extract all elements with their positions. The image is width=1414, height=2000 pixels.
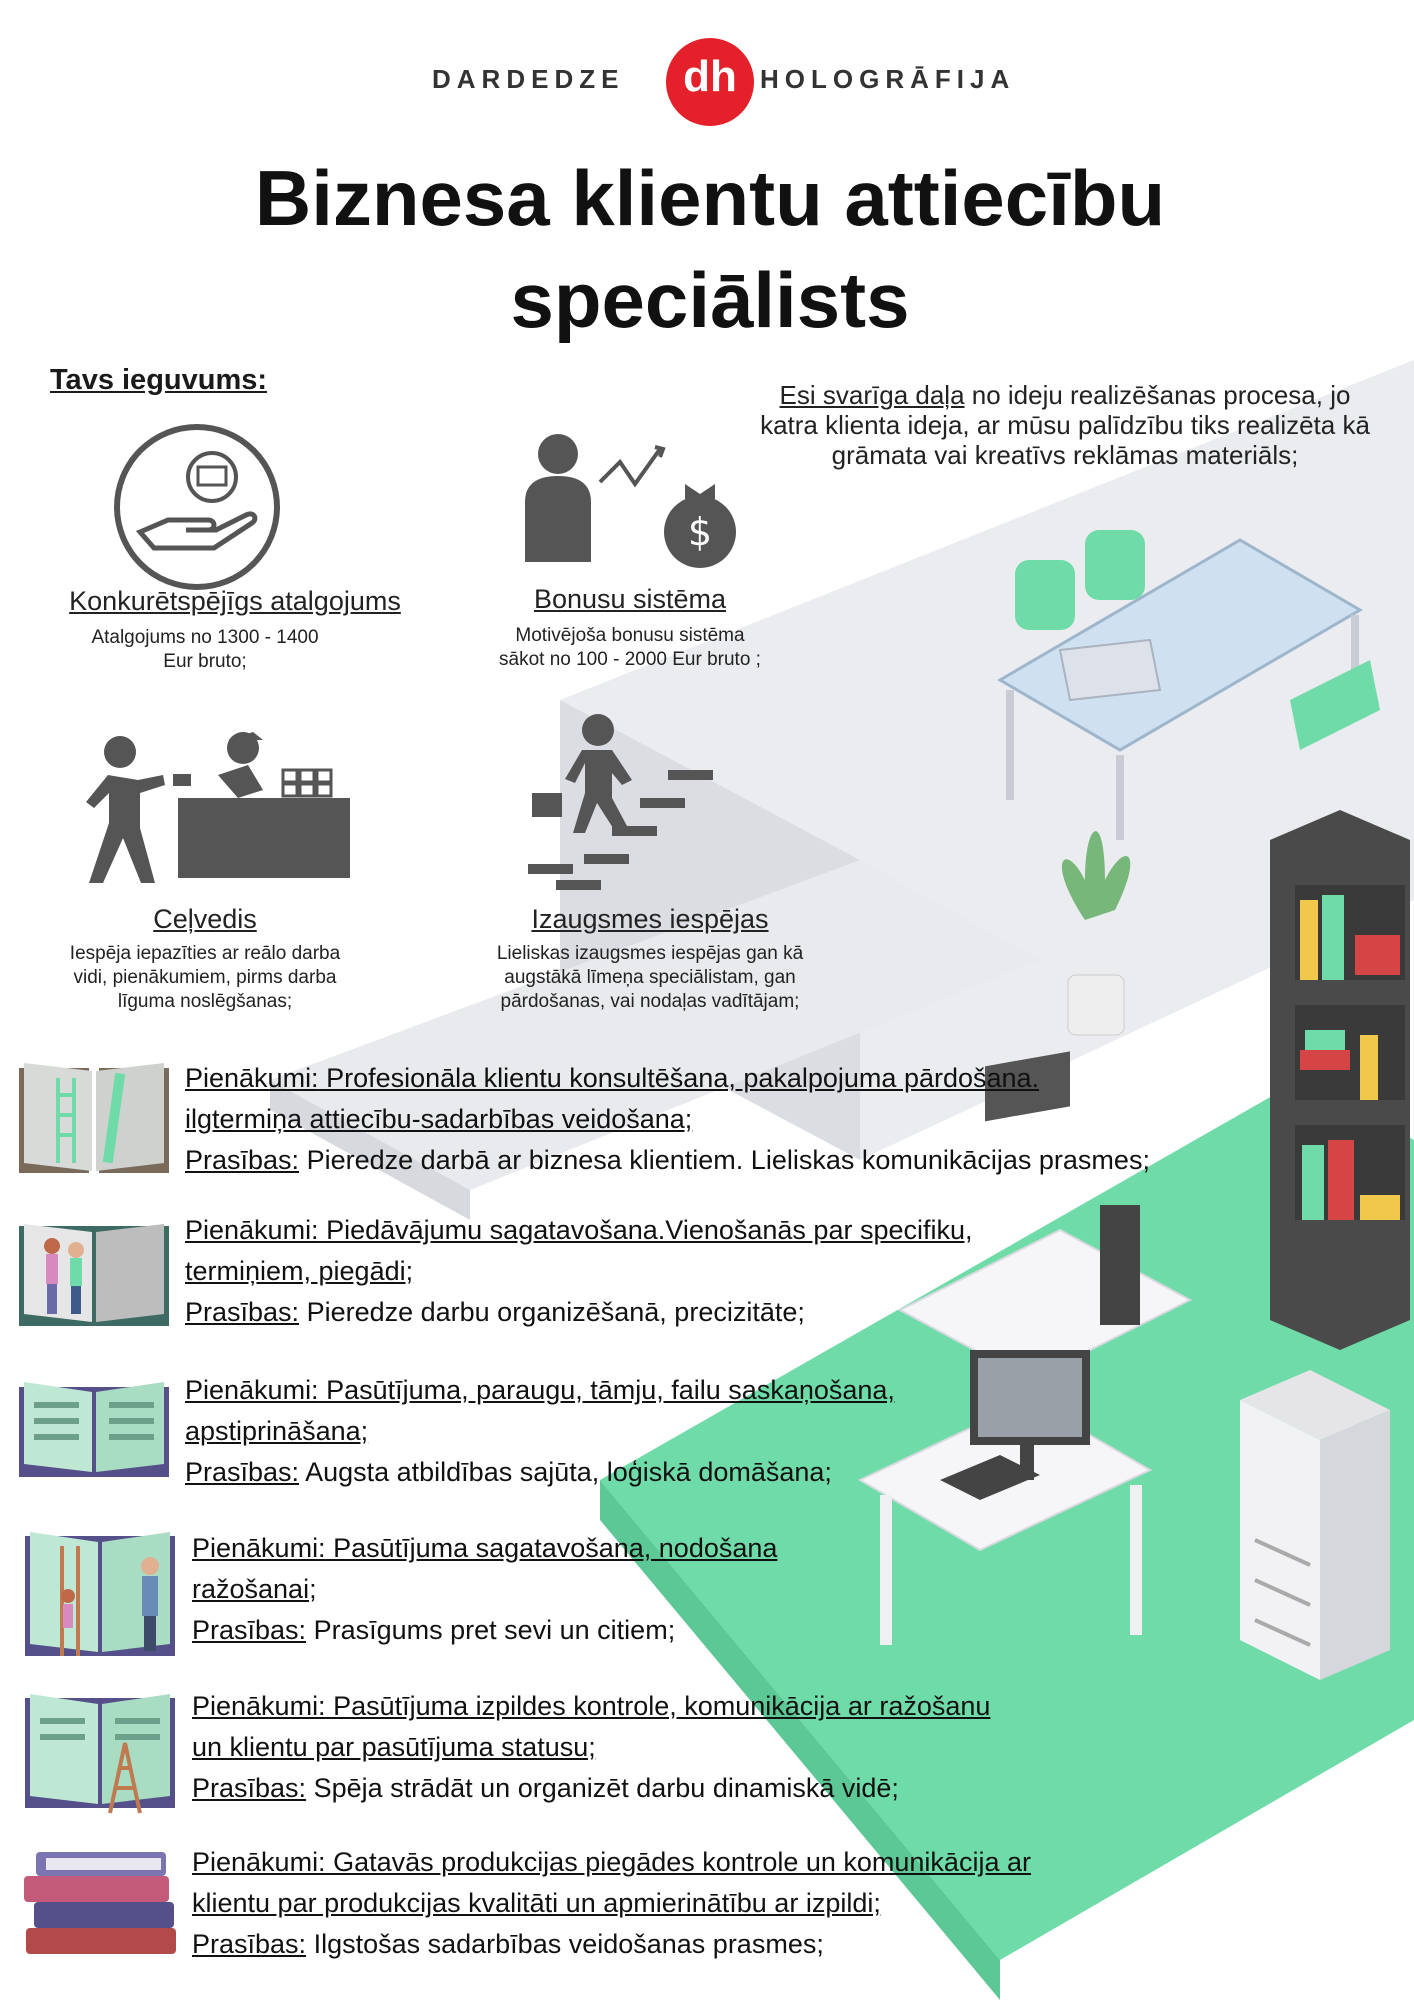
requirement-line: Prasības: Augsta atbildības sajūta, loģi… [185,1452,895,1493]
duty-5: Pienākumi: Pasūtījuma izpildes kontrole,… [192,1686,990,1809]
benefit-desc-line: pārdošanas, vai nodaļas vadītājam; [500,991,800,1012]
duty-line: Pienākumi: Pasūtījuma sagatavošana, nodo… [192,1528,777,1569]
requirement-text: Augsta atbildības sajūta, loģiskā domāša… [299,1457,832,1487]
requirement-text: Pieredze darbā ar biznesa klientiem. Lie… [299,1145,1150,1175]
handshake-desk-icon [86,732,350,883]
duty-4: Pienākumi: Pasūtījuma sagatavošana, nodo… [192,1528,777,1651]
benefit-title-bonus: Bonusu sistēma [533,584,727,614]
benefit-desc-line: Lieliskas izaugsmes iespējas gan kā [496,943,804,964]
benefit-desc-bonus: Motivējoša bonusu sistēma sākot no 100 - … [440,624,820,672]
open-book-people-icon [19,1224,169,1326]
requirement-label: Prasības: [185,1145,300,1175]
duty-text: Pasūtījuma, paraugu, tāmju, failu saskaņ… [318,1375,895,1405]
brand-name-left: DARDEDZE [432,64,625,94]
duty-text: Profesionāla klientu konsultēšana, pakal… [318,1063,1040,1093]
hand-money-icon [114,424,280,590]
benefit-desc-line: augstākā līmeņa speciālistam, gan [504,967,796,988]
duty-text: Piedāvājumu sagatavošana.Vienošanās par … [318,1215,973,1245]
requirement-label: Prasības: [192,1929,307,1959]
requirement-line: Prasības: Prasīgums pret sevi un citiem; [192,1610,777,1651]
intro-underlined: Esi svarīga daļa [779,380,965,410]
duty-line: klientu par produkcijas kvalitāti un apm… [192,1888,881,1918]
open-book-ladder-pages-icon [25,1694,175,1814]
requirement-line: Prasības: Pieredze darbā ar biznesa klie… [185,1140,1150,1181]
intro-text: Esi svarīga daļa no ideju realizēšanas p… [750,380,1380,470]
duty-line: ilgtermiņa attiecību-sadarbības veidošan… [185,1104,693,1134]
duty-line: Pienākumi: Profesionāla klientu konsultē… [185,1058,1150,1099]
stairs-climber-icon [528,714,713,890]
page-title-line2: speciālists [510,256,910,344]
benefit-desc-growth: Lieliskas izaugsmes iespējas gan kā augst… [450,942,850,1014]
open-book-pages-icon [19,1382,169,1477]
duty-line: un klientu par pasūtījuma statusu; [192,1732,596,1762]
brand-logo: dh [666,38,754,126]
benefit-title-guide: Ceļvedis [153,904,257,934]
benefit-desc-line: līguma noslēgšanas; [117,991,293,1012]
page-title-line1: Biznesa klientu attiecību [254,154,1166,242]
duty-label: Pienākumi: [185,1375,319,1405]
benefit-desc-line: Iespēja iepazīties ar reālo darba [69,943,341,964]
duty-3: Pienākumi: Pasūtījuma, paraugu, tāmju, f… [185,1370,895,1493]
brand-name-right: HOLOGRĀFIJA [760,64,1016,94]
duty-2: Pienākumi: Piedāvājumu sagatavošana.Vien… [185,1210,973,1333]
requirement-label: Prasības: [192,1773,307,1803]
requirement-label: Prasības: [192,1615,307,1645]
duty-label: Pienākumi: [192,1533,326,1563]
requirement-line: Prasības: Pieredze darbu organizēšanā, p… [185,1292,973,1333]
benefit-desc-line: sākot no 100 - 2000 Eur bruto ; [499,649,761,670]
duty-line: ražošanai; [192,1574,317,1604]
benefit-desc-line: Eur bruto; [163,651,247,672]
duty-line: Pienākumi: Pasūtījuma izpildes kontrole,… [192,1686,990,1727]
duty-1: Pienākumi: Profesionāla klientu konsultē… [185,1058,1150,1181]
duty-text: Pasūtījuma sagatavošana, nodošana [325,1533,778,1563]
open-book-team-icon [25,1532,175,1656]
duty-line: termiņiem, piegādi; [185,1256,414,1286]
benefit-desc-guide: Iespēja iepazīties ar reālo darba vidi, p… [40,942,370,1014]
businessman-money-bag-icon: $ [525,434,736,568]
requirement-text: Prasīgums pret sevi un citiem; [306,1615,676,1645]
duty-6: Pienākumi: Gatavās produkcijas piegādes … [192,1842,1031,1965]
duty-label: Pienākumi: [192,1691,326,1721]
open-book-ladder-icon [19,1063,169,1173]
svg-text:$: $ [688,510,712,554]
benefit-title-growth: Izaugsmes iespējas [531,904,769,934]
requirement-text: Pieredze darbu organizēšanā, precizitāte… [299,1297,805,1327]
requirement-text: Ilgstošas sadarbības veidošanas prasmes; [306,1929,824,1959]
duty-line: Pienākumi: Gatavās produkcijas piegādes … [192,1842,1031,1883]
duty-line: Pienākumi: Piedāvājumu sagatavošana.Vien… [185,1210,973,1251]
benefit-title-salary: Konkurētspējīgs atalgojums [69,586,401,616]
benefit-desc-line: vidi, pienākumiem, pirms darba [73,967,337,988]
requirement-line: Prasības: Ilgstošas sadarbības veidošana… [192,1924,1031,1965]
duty-label: Pienākumi: [185,1215,319,1245]
requirement-label: Prasības: [185,1297,300,1327]
duty-line: apstiprināšana; [185,1416,369,1446]
requirement-label: Prasības: [185,1457,300,1487]
duty-line: Pienākumi: Pasūtījuma, paraugu, tāmju, f… [185,1370,895,1411]
duty-label: Pienākumi: [192,1847,326,1877]
benefit-desc-line: Atalgojums no 1300 - 1400 [91,627,319,648]
intro-rest: no ideju realizēšanas procesa, jo katra … [760,380,1370,470]
benefit-desc-line: Motivējoša bonusu sistēma [515,625,745,646]
brand-logo-text: dh [683,52,737,101]
benefits-heading: Tavs ieguvums: [50,364,268,396]
requirement-text: Spēja strādāt un organizēt darbu dinamis… [306,1773,899,1803]
book-stack-icon [24,1852,176,1954]
requirement-line: Prasības: Spēja strādāt un organizēt dar… [192,1768,990,1809]
duty-label: Pienākumi: [185,1063,319,1093]
duty-text: Pasūtījuma izpildes kontrole, komunikāci… [325,1691,991,1721]
duty-text: Gatavās produkcijas piegādes kontrole un… [325,1847,1031,1877]
